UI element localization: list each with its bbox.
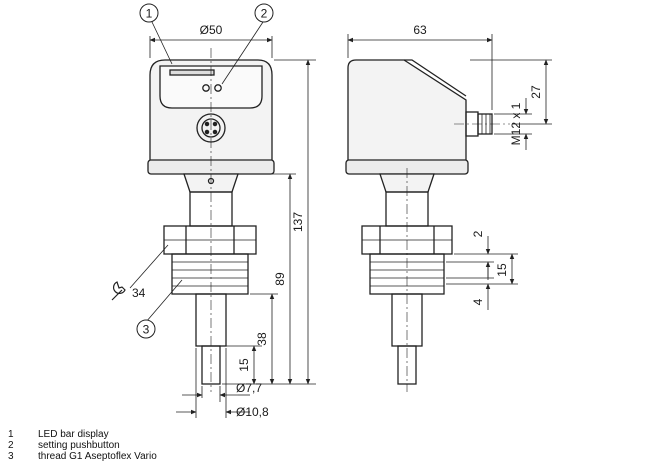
callout-2: 2 [261,7,268,21]
led-bar [169,69,215,76]
legend-text: setting pushbutton [38,440,120,451]
callout-2-circle [254,3,274,23]
legend-num: 3 [8,451,14,462]
side-dimension-lines [347,34,552,310]
legend-text: thread G1 Aseptoflex Vario [38,451,157,462]
pushbutton-left [202,84,210,92]
legend-text: LED bar display [38,429,109,440]
dim-15-probe: 15 [237,358,251,372]
dim-across-flats-34: 34 [132,286,146,300]
side-housing [347,59,467,166]
dim-89: 89 [273,272,287,286]
callouts: 1 2 3 [136,3,274,339]
legend: 1 LED bar display 2 setting pushbutton 3… [8,429,157,462]
legend-num: 1 [8,429,14,440]
dim-2: 2 [471,230,485,237]
dim-63: 63 [413,23,427,37]
front-connector-inner [201,118,221,138]
dim-27: 27 [529,85,543,99]
side-dimension-texts: 63 27 M12 x 1 2 15 4 [413,23,543,305]
callout-1: 1 [146,7,153,21]
legend-item-2: 2 setting pushbutton [8,440,157,451]
pushbutton-right [214,84,222,92]
callout-1-circle [139,3,159,23]
dim-15-thread: 15 [495,263,509,277]
callout-3-circle [136,319,156,339]
side-view [345,59,510,392]
dim-137: 137 [291,212,305,232]
front-dimension-texts: Ø50 137 89 38 15 Ø7,7 Ø10,8 34 [132,23,305,419]
dim-38: 38 [255,332,269,346]
legend-item-3: 3 thread G1 Aseptoflex Vario [8,451,157,462]
legend-num: 2 [8,440,14,451]
technical-drawing: 1 2 3 Ø50 137 89 38 15 Ø7,7 Ø10,8 34 [111,3,552,419]
side-housing-top-edge [404,59,467,97]
front-view [147,48,275,392]
front-thread [171,253,249,295]
dim-diameter-50: Ø50 [200,23,223,37]
dim-4: 4 [471,298,485,305]
front-dimension-lines [129,21,316,418]
dim-m12x1: M12 x 1 [509,102,523,145]
legend-item-1: 1 LED bar display [8,429,157,440]
dim-diameter-10-8: Ø10,8 [236,405,269,419]
dim-diameter-7-7: Ø7,7 [236,381,262,395]
wrench-icon [111,281,126,301]
callout-3: 3 [143,323,150,337]
